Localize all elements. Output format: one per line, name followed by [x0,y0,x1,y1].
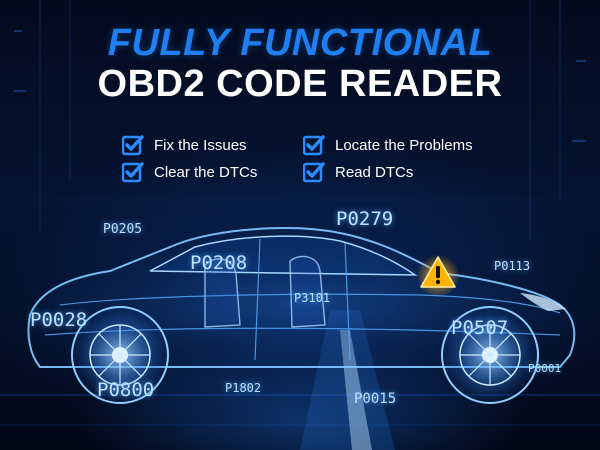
checkbox-checked-icon [122,162,144,183]
dtc-code: P0113 [494,259,531,273]
car-wireframe-illustration [27,227,576,404]
dtc-code: P0279 [336,208,394,230]
feature-label: Clear the DTCs [154,163,258,181]
dtc-code: P3101 [294,291,331,305]
feature-label: Read DTCs [335,163,414,181]
checkbox-checked-icon [303,135,325,156]
dtc-code: P0205 [103,222,143,237]
dtc-code: P0800 [97,379,155,401]
dtc-code: P0015 [354,391,397,407]
feature-read-dtcs: Read DTCs [303,161,413,183]
checkbox-checked-icon [303,162,325,183]
dtc-code: P0507 [451,317,509,339]
dtc-code: P0208 [190,252,248,274]
warning-triangle-icon [416,252,460,296]
feature-clear-dtcs: Clear the DTCs [122,161,257,183]
feature-fix-issues: Fix the Issues [122,134,247,156]
headline-line-1: FULLY FUNCTIONAL [107,22,493,64]
feature-label: Locate the Problems [335,136,473,154]
feature-locate-problems: Locate the Problems [303,134,473,156]
dtc-code: P0001 [528,362,562,375]
feature-label: Fix the Issues [154,136,247,154]
headline-line-2: OBD2 CODE READER [97,63,503,105]
checkbox-checked-icon [122,135,144,156]
dtc-code: P1802 [225,381,262,395]
dtc-code: P0028 [30,309,88,331]
